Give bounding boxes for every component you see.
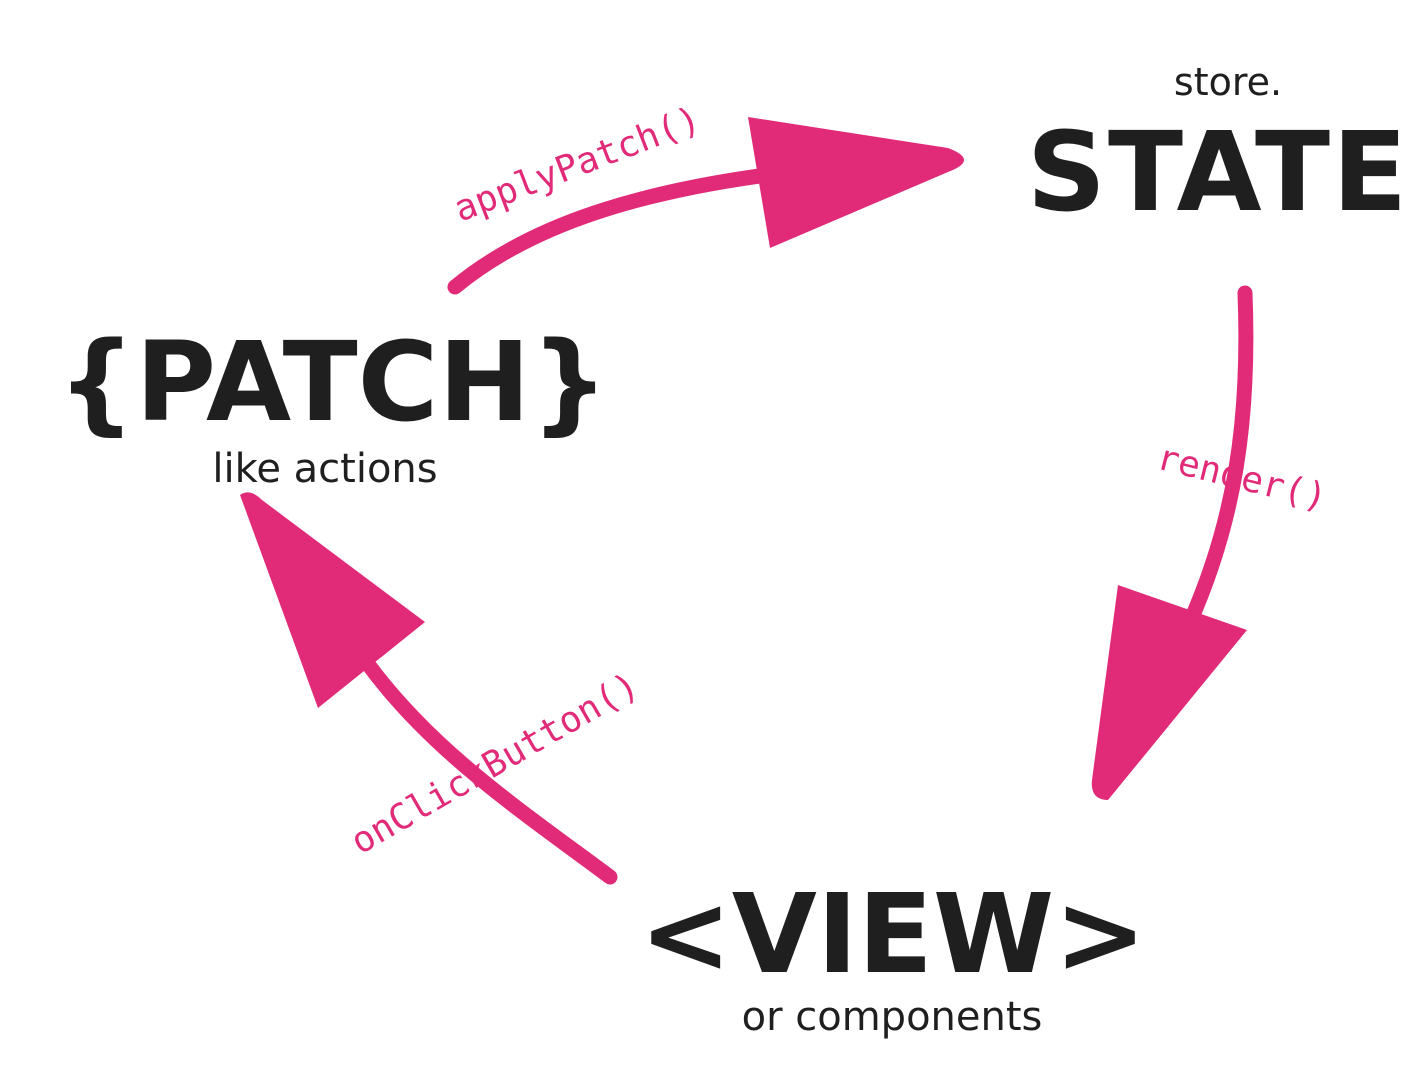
view-sub: or components <box>742 994 1043 1040</box>
node-state: store. STATE <box>1027 60 1410 236</box>
patch-label: {PATCH} <box>57 318 609 446</box>
on-click-arrowhead <box>240 492 425 708</box>
apply-patch-arrow-shaft <box>447 164 798 295</box>
edge-apply-patch: applyPatch() <box>447 99 964 295</box>
on-click-arrow-shaft <box>357 652 618 885</box>
edge-render: render() <box>1091 285 1331 800</box>
apply-patch-label: applyPatch() <box>449 99 707 230</box>
edge-on-click-button: onClickButton() <box>240 492 646 885</box>
view-label: <VIEW> <box>640 870 1147 998</box>
state-label: STATE <box>1027 108 1410 236</box>
apply-patch-arrowhead <box>748 117 964 248</box>
node-patch: {PATCH} like actions <box>57 318 609 492</box>
state-prefix: store. <box>1174 60 1282 104</box>
node-view: <VIEW> or components <box>640 870 1147 1040</box>
patch-sub: like actions <box>212 446 437 492</box>
render-arrowhead <box>1091 585 1247 800</box>
render-arrow-shaft <box>1182 285 1254 630</box>
